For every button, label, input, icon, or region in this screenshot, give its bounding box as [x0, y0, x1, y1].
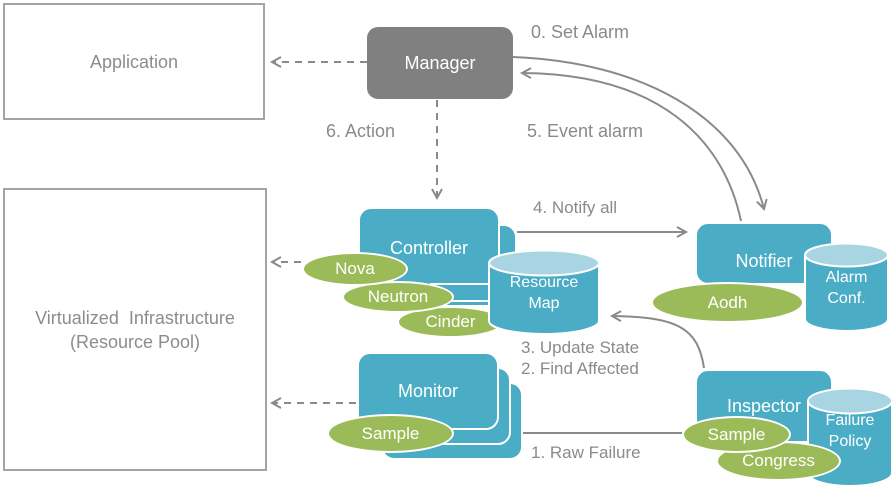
step-6-label: 6. Action	[326, 121, 396, 141]
sample-monitor-ellipse: Sample	[327, 414, 454, 453]
virtualized-infrastructure-label-line1: Virtualized Infrastructure	[35, 307, 235, 328]
neutron-ellipse: Neutron	[342, 281, 454, 313]
cinder-ellipse: Cinder	[397, 306, 504, 338]
manager-node: Manager	[367, 27, 513, 99]
failure-policy-label-line2: Policy	[828, 433, 872, 450]
manager-label: Manager	[404, 52, 476, 73]
failure-policy-label-line1: Failure	[825, 412, 875, 429]
step-4-label: 4. Notify all	[533, 198, 618, 217]
alarm-conf-label: Alarm Conf.	[804, 267, 889, 309]
set-alarm-arc	[512, 56, 768, 211]
event-alarm-arc	[519, 67, 742, 222]
update-state-arc	[609, 310, 705, 369]
resource-map-label: Resource Map	[488, 272, 600, 314]
resource-map-label-line1: Resource	[509, 274, 579, 291]
resource-map-label-line2: Map	[528, 295, 560, 312]
inspector-label: Inspector	[726, 395, 802, 416]
step-0-label: 0. Set Alarm	[531, 22, 630, 42]
aodh-label: Aodh	[707, 292, 748, 312]
nova-label: Nova	[335, 259, 375, 278]
step-5-label: 5. Event alarm	[527, 121, 644, 141]
congress-label: Congress	[742, 451, 815, 470]
notifier-label: Notifier	[735, 251, 793, 271]
virtualized-infrastructure-label-line2: (Resource Pool)	[69, 331, 201, 352]
alarm-conf-label-line1: Alarm	[825, 269, 868, 286]
failure-policy-label: Failure Policy	[807, 410, 893, 452]
monitor-label: Monitor	[397, 380, 459, 401]
alarm-conf-cylinder-shape	[804, 242, 889, 332]
aodh-ellipse: Aodh	[651, 282, 804, 323]
sample-monitor-label: Sample	[361, 423, 420, 443]
sample-inspector-label: Sample	[707, 424, 766, 444]
resource-map-cylinder-shape	[488, 249, 600, 335]
alarm-conf-cylinder	[804, 242, 889, 337]
resource-map-cylinder	[488, 249, 600, 340]
controller-label: Controller	[389, 238, 469, 258]
virtualized-infrastructure-box: Virtualized Infrastructure (Resource Poo…	[3, 188, 267, 471]
application-box: Application	[3, 3, 265, 120]
step-3-label: 3. Update State	[521, 338, 640, 357]
step-2-label: 2. Find Affected	[521, 359, 639, 378]
nova-ellipse: Nova	[302, 252, 408, 286]
cinder-label: Cinder	[425, 312, 476, 331]
sample-inspector-ellipse: Sample	[682, 416, 791, 453]
neutron-label: Neutron	[367, 287, 429, 306]
alarm-conf-label-line2: Conf.	[827, 290, 866, 307]
application-label: Application	[89, 51, 179, 72]
step-1-label: 1. Raw Failure	[531, 443, 641, 462]
